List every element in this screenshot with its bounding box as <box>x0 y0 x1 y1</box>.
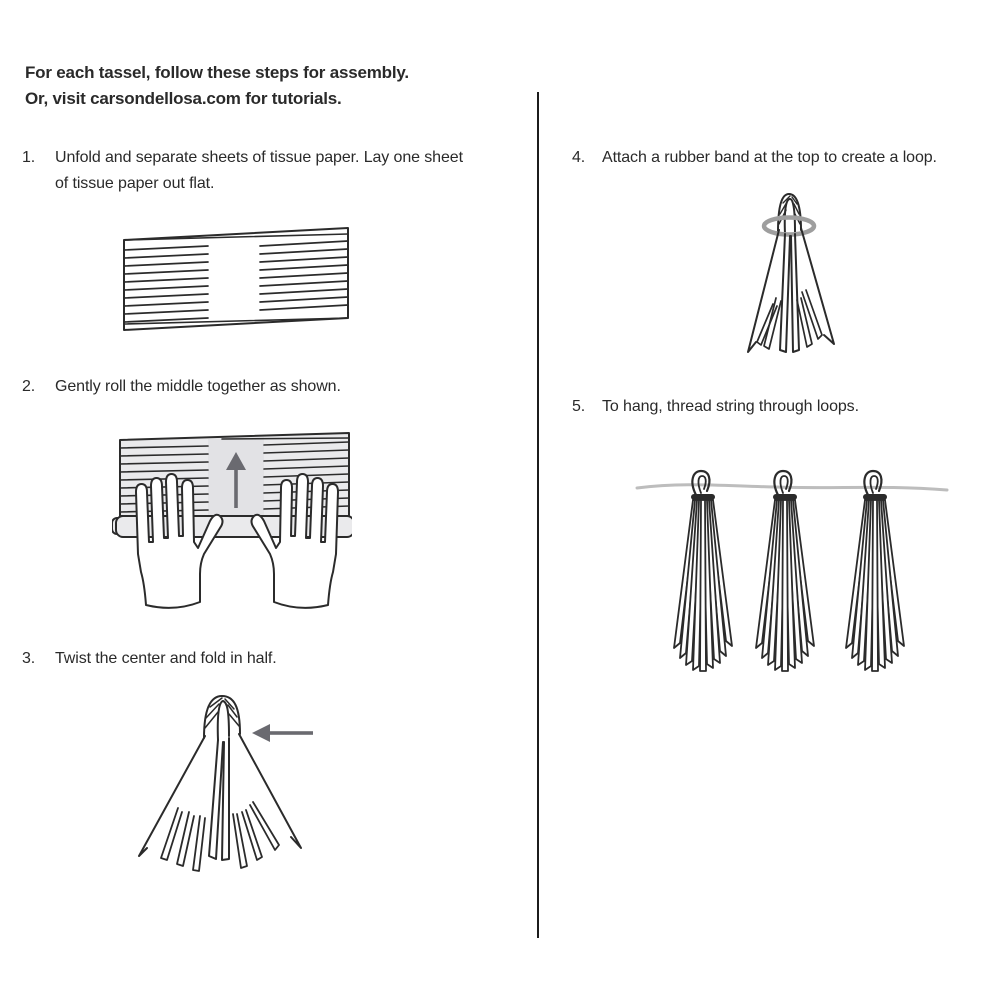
left-arrow-icon <box>252 724 313 742</box>
tassel-3 <box>846 471 904 671</box>
left-hand <box>135 473 224 609</box>
folded-tassel-drawing <box>138 695 313 872</box>
twisted-top-inner <box>216 700 230 741</box>
twisted-top-outer <box>203 695 241 739</box>
header: For each tassel, follow these steps for … <box>25 60 409 112</box>
center-strip-right <box>221 737 230 861</box>
left-fringe-lines <box>123 245 209 323</box>
center-strip-left <box>208 739 224 860</box>
hands-rolling-drawing <box>112 432 352 609</box>
left-outer-edge <box>138 735 206 857</box>
hanging-string <box>635 483 949 492</box>
header-line-2: Or, visit carsondellosa.com for tutorial… <box>25 89 342 108</box>
step-1: 1. Unfold and separate sheets of tissue … <box>22 145 477 197</box>
right-fringe-lines <box>259 240 349 311</box>
step-4-text: Attach a rubber band at the top to creat… <box>602 149 937 166</box>
step-3: 3. Twist the center and fold in half. <box>22 646 477 672</box>
folded-tassel-illustration <box>133 690 318 872</box>
step-3-text: Twist the center and fold in half. <box>55 650 277 667</box>
step-2-number: 2. <box>22 378 36 395</box>
fringe-strips <box>160 801 280 872</box>
flat-tissue-sheet-illustration <box>120 220 352 335</box>
step-2-text: Gently roll the middle together as shown… <box>55 378 341 395</box>
step-3-number: 3. <box>22 650 36 667</box>
right-hand <box>250 473 339 609</box>
step-2: 2. Gently roll the middle together as sh… <box>22 374 477 400</box>
tassel-rubber-band-drawing <box>747 193 835 353</box>
step-5-text: To hang, thread string through loops. <box>602 398 859 415</box>
step-5-number: 5. <box>572 398 586 415</box>
fringe-strips <box>756 289 823 350</box>
rubber-band <box>761 215 817 237</box>
step-1-text: Unfold and separate sheets of tissue pap… <box>55 149 463 192</box>
header-line-1: For each tassel, follow these steps for … <box>25 63 409 82</box>
tassel-1 <box>674 471 732 671</box>
step-1-number: 1. <box>22 149 36 166</box>
hands-rolling-tissue-illustration <box>112 428 352 613</box>
tassels-on-string-drawing <box>635 468 949 673</box>
column-divider <box>537 92 539 938</box>
center-strip-left <box>779 233 791 353</box>
up-arrow-icon <box>226 452 246 508</box>
left-outer-edge <box>747 229 780 353</box>
step-4: 4. Attach a rubber band at the top to cr… <box>572 145 1000 171</box>
twisted-top-outer <box>777 193 802 233</box>
step-4-number: 4. <box>572 149 586 166</box>
right-outer-edge <box>238 733 302 849</box>
tassel-with-rubber-band-illustration <box>740 192 850 364</box>
twist-hatching <box>204 697 240 729</box>
tassel-2 <box>756 471 814 671</box>
center-strip-right <box>790 233 800 353</box>
flat-tissue-sheet-drawing <box>123 227 349 331</box>
tassels-on-string-illustration <box>635 468 950 673</box>
step-5: 5. To hang, thread string through loops. <box>572 394 1000 420</box>
right-outer-edge <box>800 227 835 345</box>
